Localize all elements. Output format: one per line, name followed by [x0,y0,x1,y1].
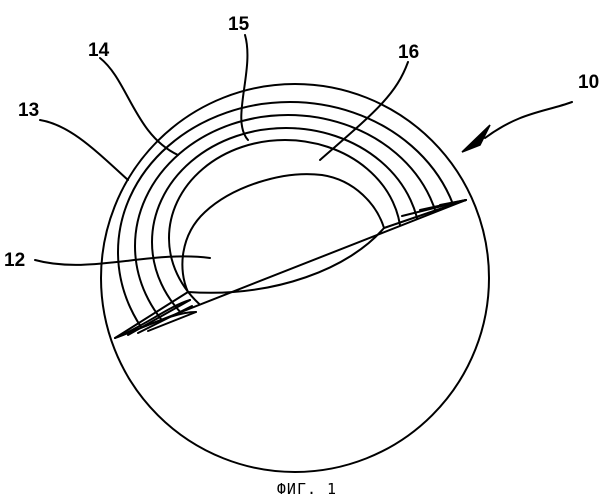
leader-line-15 [241,35,248,140]
layer-16-inner-boundary [169,140,401,336]
leader-line-13 [40,120,128,180]
cut-facets-right [384,200,466,228]
leader-line-10 [485,102,572,138]
label-10: 10 [578,72,599,93]
label-12: 12 [4,250,25,271]
label-15: 15 [228,14,250,35]
figure-caption: ФИГ. 1 [277,480,337,498]
core-cavity [182,174,384,293]
layer-16-boundary [152,128,420,356]
layer-15-boundary [135,115,441,377]
leader-line-12 [35,256,210,265]
leader-line-14 [100,58,178,155]
layer-rings [118,102,462,402]
label-16: 16 [398,42,419,63]
label-14: 14 [88,40,110,61]
label-13: 13 [18,100,39,121]
